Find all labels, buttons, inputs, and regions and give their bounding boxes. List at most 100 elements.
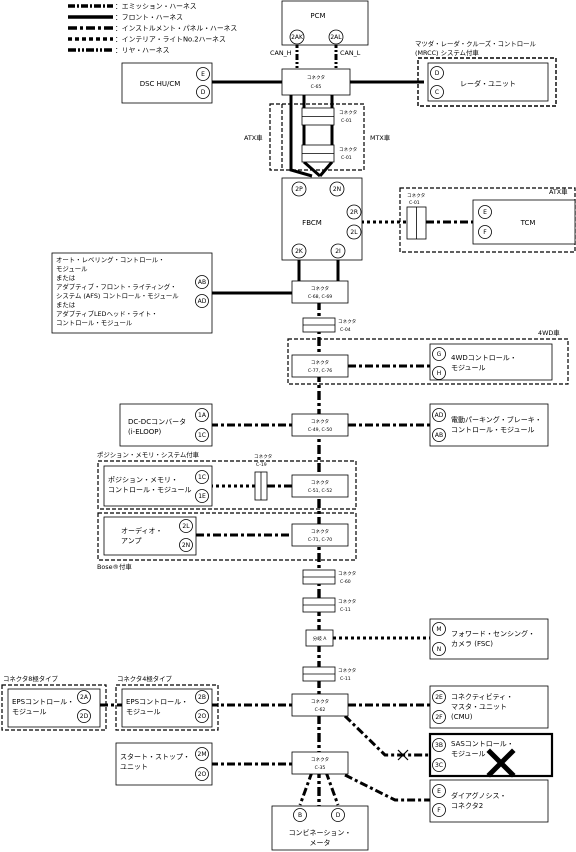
meter-module: B D コンビネーション・ メータ	[271, 805, 369, 851]
fbcm-pin-2n: 2N	[333, 186, 341, 193]
svg-text:ユニット: ユニット	[120, 763, 148, 771]
mrcc-note-line1: マツダ・レーダ・クルーズ・コントロール	[415, 39, 537, 48]
wd4-label: 4WD車	[538, 328, 560, 337]
dsc-pin-d: D	[201, 89, 206, 96]
can-l-label: CAN_L	[340, 49, 361, 57]
svg-text:C-51, C-52: C-51, C-52	[308, 488, 332, 494]
fault-x-icon	[486, 748, 516, 778]
fsc-pin-m: M	[436, 626, 441, 633]
radar-module: マツダ・レーダ・クルーズ・コントロール (MRCC) システム付車 D C レー…	[415, 39, 557, 107]
type4-label: コネクタ4極タイプ	[117, 674, 173, 683]
svg-text:モジュール: モジュール	[12, 708, 47, 716]
svg-text:フォワード・センシング・: フォワード・センシング・	[451, 629, 535, 638]
svg-text:スタート・ストップ・: スタート・ストップ・	[120, 752, 190, 761]
svg-text:コネクタ: コネクタ	[338, 318, 356, 325]
posmem-region: ポジション・メモリ・システム付車 ポジション・メモリ・ コントロール・モジュール…	[97, 450, 357, 510]
audio-pin-2n: 2N	[182, 542, 190, 549]
svg-text:コントロール・モジュール: コントロール・モジュール	[108, 486, 192, 494]
connector-c60: コネクタ C-60	[302, 569, 356, 585]
cmu-module: 2E 2F コネクティビティ・ マスタ・ユニット (CMU)	[429, 685, 549, 729]
diag-module: E F ダイアグノシス・ コネクタ2	[429, 779, 549, 823]
startstop-module: スタート・ストップ・ ユニット 2M 2O	[115, 742, 213, 786]
connector-c35: コネクタ C-35	[291, 751, 349, 775]
svg-text:コネクタ: コネクタ	[311, 359, 329, 366]
wire-atx-route	[289, 95, 313, 178]
tcm-pin-f: F	[483, 229, 487, 236]
svg-text:アダプティブ・フロント・ライティング・: アダプティブ・フロント・ライティング・	[56, 282, 177, 291]
svg-text:コネクタ: コネクタ	[307, 74, 325, 81]
leveling-pin-ad: AD	[198, 298, 207, 305]
svg-text:システム (AFS) コントロール・モジュール: システム (AFS) コントロール・モジュール	[56, 292, 179, 300]
svg-text:コネクタ2: コネクタ2	[451, 801, 483, 810]
svg-text:コネクタ: コネクタ	[338, 667, 356, 674]
svg-text:コネクタ: コネクタ	[254, 453, 272, 460]
svg-text:C-49, C-50: C-49, C-50	[308, 427, 332, 433]
wire-meter	[298, 771, 340, 806]
svg-text:EPSコントロール・: EPSコントロール・	[12, 698, 74, 706]
awd-region: 4WD車 コネクタ C-77, C-76 G H 4WDコントロール・ モジュー…	[287, 328, 569, 385]
svg-text:分岐 A: 分岐 A	[313, 635, 328, 642]
svg-text:C-60: C-60	[340, 579, 351, 585]
audio-pin-2l: 2L	[182, 523, 190, 530]
svg-text:(i-ELOOP): (i-ELOOP)	[128, 428, 162, 436]
svg-text:C-11: C-11	[340, 607, 351, 613]
cmu-pin-2f: 2F	[435, 714, 443, 721]
svg-text:C-04: C-04	[340, 327, 351, 333]
legend-label-rear: ：リヤ・ハーネス	[115, 47, 170, 55]
pcm-pin-2al: 2AL	[330, 34, 342, 41]
diag-pin-e: E	[437, 788, 441, 795]
svg-text:モジュール: モジュール	[126, 708, 161, 716]
epb-pin-ad: AD	[435, 412, 444, 419]
svg-text:オーディオ・: オーディオ・	[121, 526, 163, 535]
sas-module: 3B 3C SASコントロール・ モジュール	[397, 732, 554, 778]
atx-label-right: ATX車	[549, 187, 568, 196]
cmu-pin-2e: 2E	[435, 694, 443, 701]
atx-label-left: ATX車	[244, 133, 263, 142]
epb-pin-ab: AB	[435, 432, 443, 439]
fbcm-pin-2k: 2K	[295, 248, 304, 255]
leveling-pin-ab: AB	[198, 279, 206, 286]
eps8-pin-2d: 2D	[80, 713, 89, 720]
meter-pin-d: D	[336, 812, 341, 819]
svg-text:マスタ・ユニット: マスタ・ユニット	[451, 702, 507, 711]
eps4-pin-2b: 2B	[198, 694, 206, 701]
audio-region: オーディオ・ アンプ 2L 2N コネクタ C-71, C-70 Bose®付車	[97, 512, 357, 571]
svg-text:コネクタ: コネクタ	[311, 698, 329, 705]
svg-text:DC-DCコンバータ: DC-DCコンバータ	[128, 417, 186, 426]
svg-text:コネクタ: コネクタ	[311, 285, 329, 292]
svg-text:C-01: C-01	[409, 200, 420, 206]
svg-text:コネクタ: コネクタ	[338, 570, 356, 577]
legend: ：エミッション・ハーネス ：フロント・ハーネス ：インストルメント・パネル・ハー…	[68, 3, 237, 55]
svg-text:ダイアグノシス・: ダイアグノシス・	[451, 791, 507, 800]
eps4-pin-2o: 2O	[198, 713, 207, 720]
fbcm-pin-2p: 2P	[295, 186, 303, 193]
wire-mtx-route-a	[302, 95, 321, 178]
legend-label-interior: ：インテリア・ライトNo.2ハーネス	[115, 36, 226, 44]
tcm-title: TCM	[520, 219, 536, 227]
svg-text:コネクタ: コネクタ	[311, 756, 329, 763]
sas-pin-3b: 3B	[435, 742, 443, 749]
wire-diag	[344, 773, 430, 802]
svg-text:SASコントロール・: SASコントロール・	[451, 740, 514, 748]
branch-a: 分岐 A	[305, 629, 334, 647]
leveling-module: オート・レベリング・コントロール・ モジュール または アダプティブ・フロント・…	[51, 252, 213, 334]
svg-text:ポジション・メモリ・: ポジション・メモリ・	[108, 476, 178, 484]
svg-text:または: または	[56, 274, 76, 282]
dsc-module: DSC HU/CM E D	[121, 62, 213, 104]
fbcm-pin-2i: 2I	[335, 248, 341, 255]
fbcm-pin-2r: 2R	[350, 209, 358, 216]
svg-text:コネクタ: コネクタ	[311, 479, 329, 486]
startstop-pin-2o: 2O	[198, 771, 207, 778]
awd-pin-h: H	[437, 370, 442, 377]
svg-text:C-62: C-62	[315, 707, 326, 713]
eps8-region: コネクタ8極タイプ EPSコントロール・ モジュール 2A 2D	[1, 674, 107, 731]
svg-text:C-19: C-19	[256, 462, 267, 468]
awd-pin-g: G	[437, 351, 442, 358]
epb-module: AD AB 電動パーキング・ブレーキ・ コントロール・モジュール	[429, 403, 549, 447]
svg-text:コンビネーション・: コンビネーション・	[289, 828, 352, 837]
mtx-label: MTX車	[370, 133, 391, 142]
svg-text:コネクタ: コネクタ	[407, 192, 425, 199]
connector-c65: コネクタ C-65	[281, 68, 351, 96]
svg-text:アダプティブLEDヘッド・ライト・: アダプティブLEDヘッド・ライト・	[56, 309, 158, 318]
legend-label-emission: ：エミッション・ハーネス	[115, 3, 197, 11]
